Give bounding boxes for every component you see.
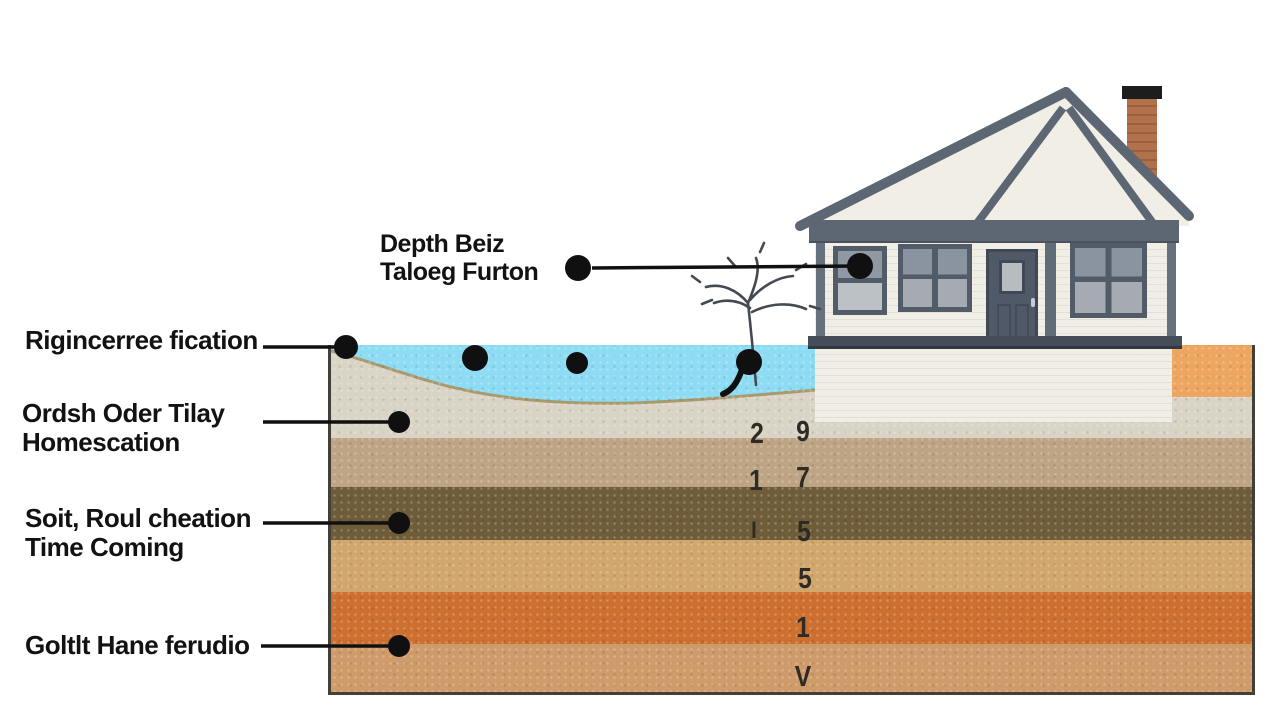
- label-line: Depth Beiz: [380, 230, 505, 258]
- window-right: [1070, 243, 1147, 318]
- porch-post: [816, 243, 825, 338]
- depth-mark: V: [794, 661, 812, 693]
- label-line: Soit, Roul cheation: [25, 503, 251, 533]
- depth-mark: 2: [750, 418, 764, 450]
- front-door: [986, 249, 1038, 347]
- porch-post: [1167, 243, 1176, 338]
- layer-light-brown: [331, 644, 1252, 692]
- gable-rafter-left: [971, 105, 1067, 229]
- gable-rafter-right: [1065, 105, 1159, 229]
- layer-tan-sediment: [331, 438, 1252, 487]
- label-line: Goltlt Hane ferudio: [25, 630, 250, 660]
- door-handle: [1031, 298, 1035, 307]
- porch-beam: [809, 220, 1179, 243]
- depth-mark: 5: [797, 516, 811, 548]
- water-table: [331, 345, 816, 405]
- door-panel: [1015, 304, 1029, 338]
- label-line: Rigincerree fication: [25, 325, 258, 355]
- label-line: Ordsh Oder Tilay: [22, 398, 225, 428]
- depth-mark: 9: [796, 416, 810, 448]
- door-window: [999, 260, 1025, 294]
- label-depth-callout: Depth Beiz Taloeg Furton: [380, 230, 539, 286]
- layer-dark-olive: [331, 487, 1252, 540]
- roof-edge-left: [795, 87, 1071, 231]
- label-line: Taloeg Furton: [380, 258, 539, 286]
- label-line: Time Coming: [25, 532, 184, 563]
- door-panel: [997, 304, 1011, 338]
- depth-mark: I: [751, 517, 757, 544]
- label-deep-callout: Goltlt Hane ferudio: [25, 630, 250, 660]
- label-surface-callout: Rigincerree fication: [25, 325, 258, 355]
- label-line: Homescation: [22, 427, 180, 458]
- depth-mark: 1: [749, 465, 763, 497]
- roof: [795, 87, 1194, 231]
- chimney-cap: [1122, 86, 1162, 99]
- window-left: [833, 246, 887, 315]
- porch-post: [1045, 243, 1056, 338]
- dot-depth-start: [565, 255, 591, 281]
- house-foundation: [808, 336, 1182, 349]
- layer-light-tan: [331, 540, 1252, 592]
- layer-orange-clay: [331, 592, 1252, 644]
- depth-mark: 5: [798, 563, 812, 595]
- roof-edge-right: [1061, 87, 1194, 221]
- label-soil-callout: Soit, Roul cheation Time Coming: [25, 503, 251, 563]
- window-center: [898, 244, 972, 312]
- roof-gable-face: [800, 92, 1189, 226]
- label-clay-callout: Ordsh Oder Tilay Homescation: [22, 398, 225, 458]
- water-shape: [331, 345, 816, 404]
- house-illustration: [795, 80, 1195, 422]
- depth-mark: 1: [796, 612, 810, 644]
- depth-mark: 7: [796, 462, 810, 494]
